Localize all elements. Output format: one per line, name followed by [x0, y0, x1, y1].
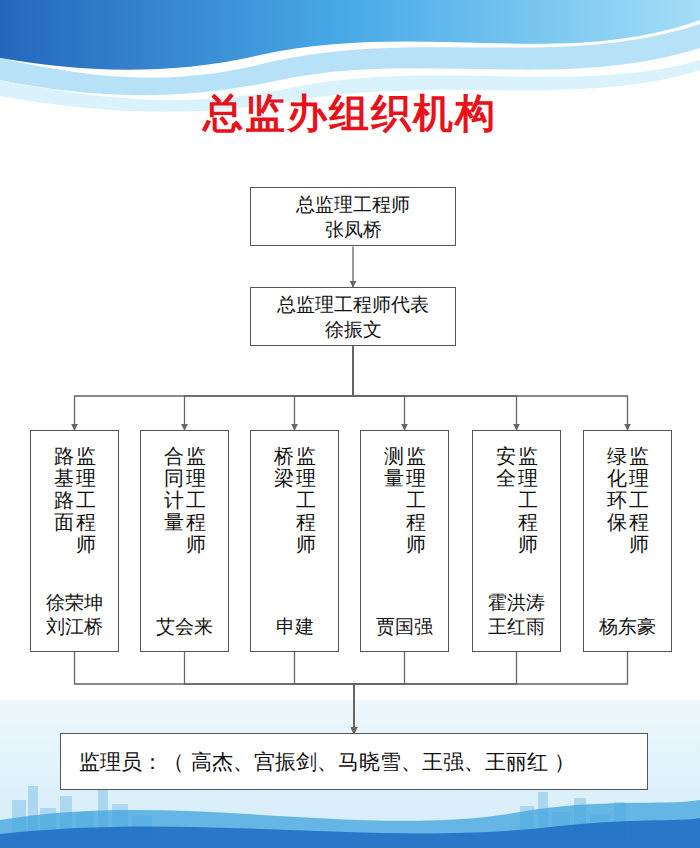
connector-arrow [354, 652, 405, 733]
role-title: 总监理工程师代表 [277, 292, 429, 317]
department-box: 合同计量监理工程师艾会来 [140, 430, 229, 652]
connector-arrow [185, 652, 355, 733]
chart-title: 总监办组织机构 [0, 86, 700, 141]
connector-arrow [353, 346, 628, 430]
connector-arrow [353, 346, 517, 430]
department-box: 桥梁监理工程师申建 [250, 430, 339, 652]
connector-arrow [185, 346, 354, 430]
person-names: 贾国强 [373, 614, 437, 639]
connector-arrow [295, 346, 354, 430]
role-title: 监理工程师 [76, 445, 96, 555]
connector-arrow [354, 652, 517, 733]
connector-arrow [75, 346, 354, 430]
department-name: 测量 [384, 445, 404, 555]
department-box: 安全监理工程师霍洪涛 王红雨 [472, 430, 561, 652]
department-box: 路基路面监理工程师徐荣坤 刘江桥 [30, 430, 119, 652]
connector-arrow [75, 652, 355, 733]
vertical-columns: 测量监理工程师 [384, 445, 426, 555]
connector-arrow [353, 346, 405, 430]
department-name: 绿化环保 [607, 445, 627, 555]
connector-arrow [295, 652, 355, 733]
person-names: 杨东豪 [596, 614, 660, 639]
role-title: 监理工程师 [406, 445, 426, 555]
vertical-columns: 安全监理工程师 [496, 445, 538, 555]
role-title: 监理工程师 [186, 445, 206, 555]
department-name: 路基路面 [54, 445, 74, 555]
vertical-columns: 路基路面监理工程师 [54, 445, 96, 555]
role-title: 监理工程师 [518, 445, 538, 555]
person-names: 申建 [263, 614, 327, 639]
person-name: 张凤桥 [325, 217, 382, 242]
connector-arrow [352, 246, 353, 287]
role-title: 监理工程师 [296, 445, 316, 555]
position-box: 总监理工程师代表徐振文 [250, 287, 456, 346]
position-box: 总监理工程师张凤桥 [250, 187, 456, 246]
staff-box: 监理员：（ 高杰、宫振剑、马晓雪、王强、王丽红 ） [60, 733, 648, 790]
person-names: 霍洪涛 王红雨 [485, 590, 549, 639]
department-name: 安全 [496, 445, 516, 555]
department-name: 桥梁 [274, 445, 294, 555]
person-names: 艾会来 [153, 614, 217, 639]
department-box: 绿化环保监理工程师杨东豪 [583, 430, 672, 652]
person-name: 徐振文 [325, 317, 382, 342]
vertical-columns: 桥梁监理工程师 [274, 445, 316, 555]
connector-arrow [354, 652, 628, 733]
role-title: 监理工程师 [629, 445, 649, 555]
vertical-columns: 合同计量监理工程师 [164, 445, 206, 555]
vertical-columns: 绿化环保监理工程师 [607, 445, 649, 555]
role-title: 总监理工程师 [296, 192, 410, 217]
department-box: 测量监理工程师贾国强 [360, 430, 449, 652]
department-name: 合同计量 [164, 445, 184, 555]
role-title: 监理员：（ 高杰、宫振剑、马晓雪、王强、王丽红 ） [79, 748, 575, 776]
person-names: 徐荣坤 刘江桥 [43, 590, 107, 639]
